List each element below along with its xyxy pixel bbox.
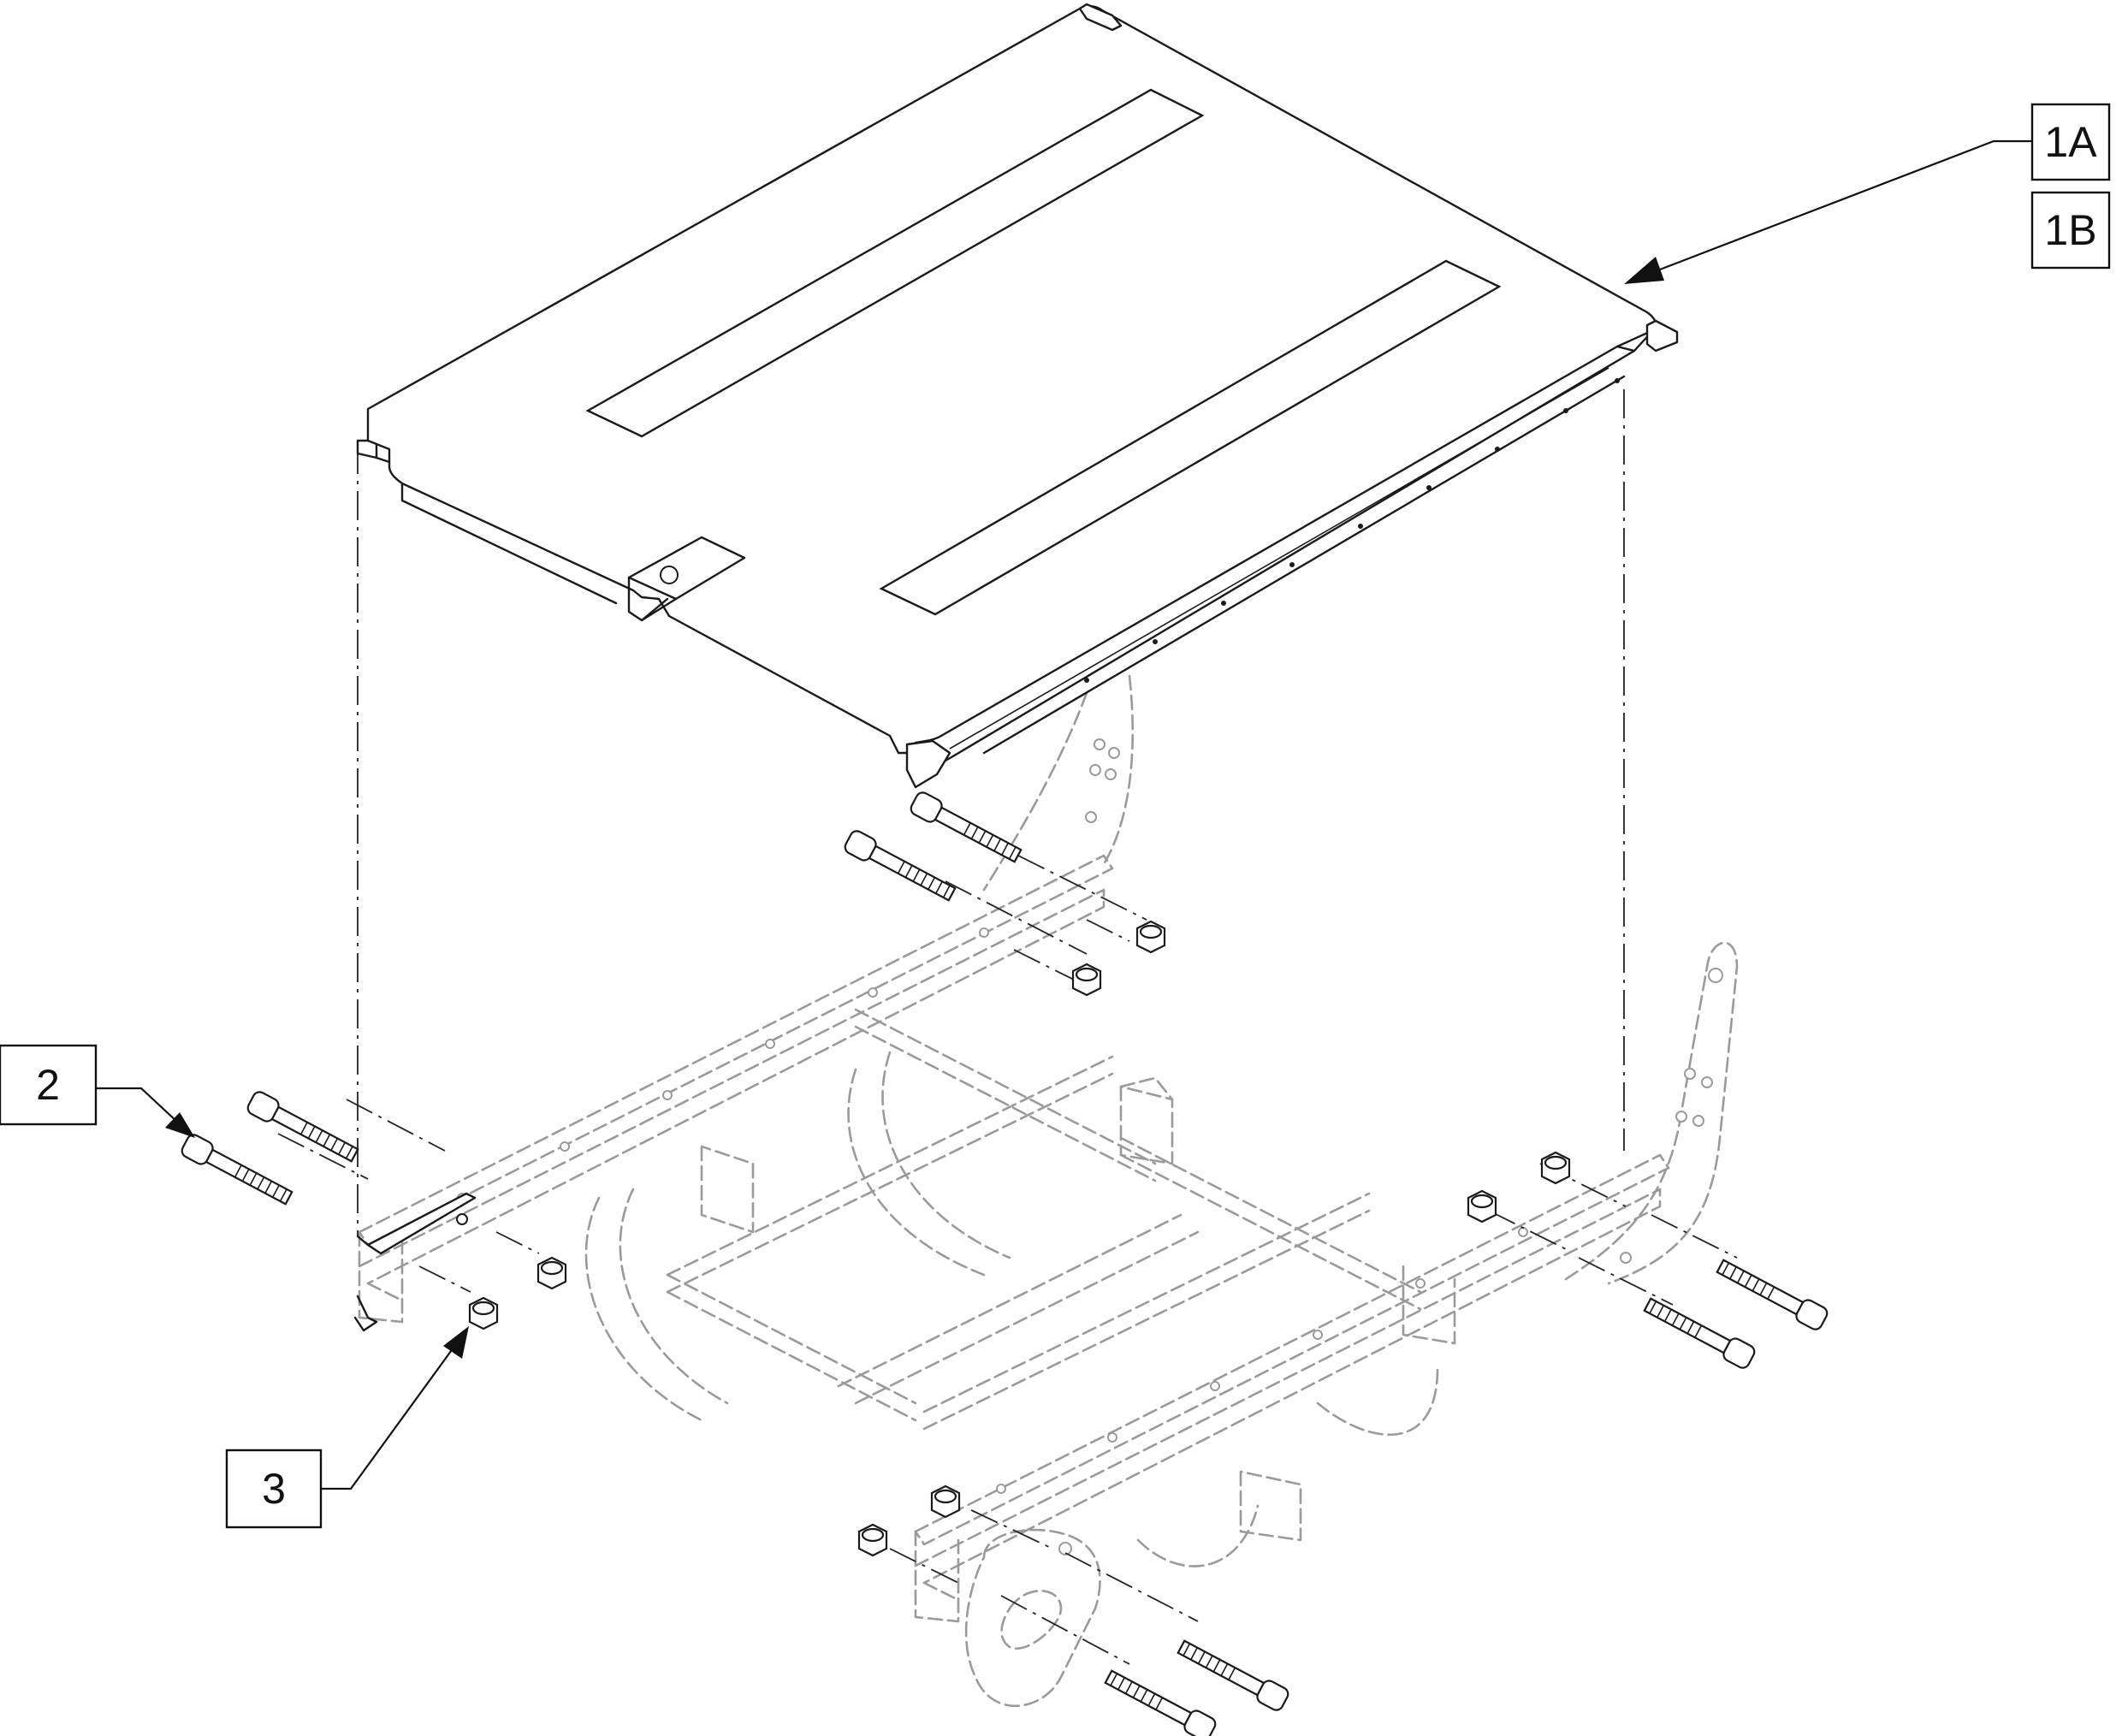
- cap-screw: [246, 1091, 359, 1163]
- ghost-mount-bracket-center: [982, 674, 1135, 892]
- cap-screw: [910, 791, 1023, 863]
- callout-label: 2: [36, 1061, 60, 1109]
- callout-2: 2: [0, 1044, 195, 1138]
- callout-3: 3: [225, 1326, 469, 1529]
- lock-nut: [930, 1484, 961, 1519]
- grip-strip-rear: [585, 88, 1205, 438]
- lock-nut: [1135, 920, 1166, 954]
- front-left-clip: [353, 1192, 477, 1332]
- ghost-seat-frame: [358, 854, 1670, 1623]
- cap-screw: [844, 830, 957, 902]
- callout-label: 1A: [2044, 118, 2097, 166]
- lock-nut: [1540, 1151, 1571, 1185]
- lock-nut: [1467, 1189, 1497, 1223]
- seat-pan: [356, 3, 1679, 789]
- cap-screw: [1643, 1297, 1756, 1369]
- cap-screws: [181, 791, 1829, 1736]
- lock-nut: [857, 1523, 888, 1557]
- lock-nut: [1071, 963, 1102, 997]
- ghost-front-bracket: [964, 1528, 1101, 1708]
- callout-1a: 1A: [1624, 103, 2111, 284]
- lock-nut: [468, 1296, 499, 1330]
- lock-nut: [536, 1256, 567, 1290]
- cap-screw: [1716, 1259, 1829, 1330]
- grip-strip-front: [879, 259, 1502, 616]
- callout-1b: 1B: [2030, 191, 2111, 270]
- alignment-lines: [277, 389, 1738, 1665]
- cap-screw: [181, 1134, 293, 1206]
- lock-nuts: [468, 920, 1571, 1557]
- cap-screw: [1104, 1669, 1217, 1736]
- callout-label: 3: [262, 1465, 286, 1513]
- cap-screw: [1177, 1639, 1289, 1711]
- callout-label: 1B: [2044, 206, 2096, 254]
- ghost-mount-bracket-right: [1564, 941, 1739, 1285]
